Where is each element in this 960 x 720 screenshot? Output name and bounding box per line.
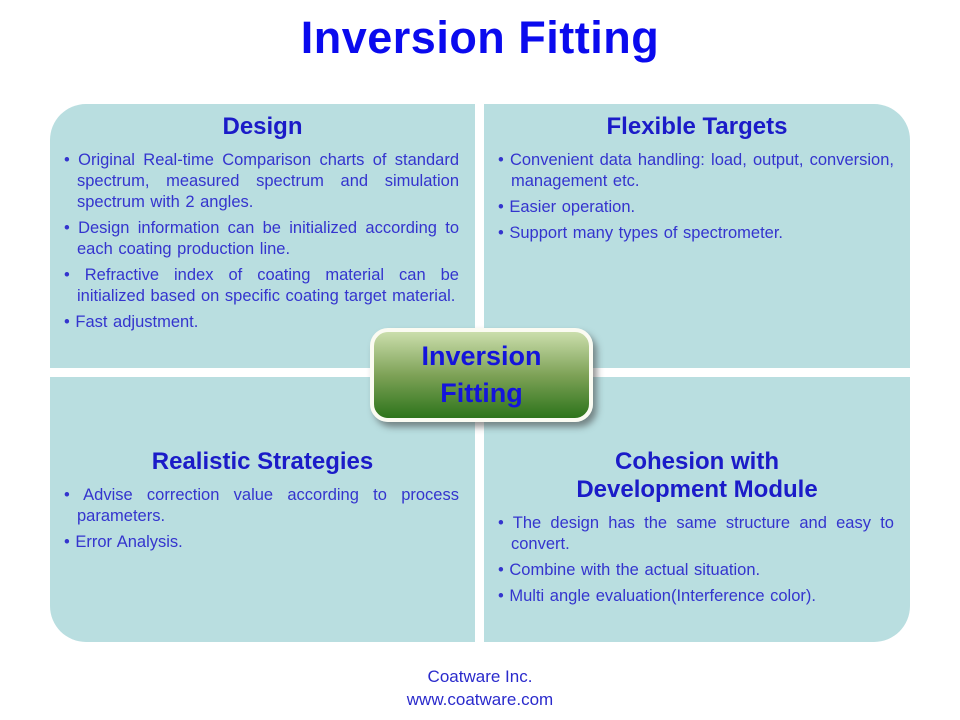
bullet-item: • Refractive index of coating material c… xyxy=(64,265,459,307)
footer-website: www.coatware.com xyxy=(406,690,554,709)
bullet-item: • Convenient data handling: load, output… xyxy=(498,150,894,192)
slide-title: Inversion Fitting xyxy=(300,12,660,63)
bullet-marker: • xyxy=(498,561,504,579)
center-badge-line2: Fitting xyxy=(440,378,523,408)
bullet-item: • Original Real-time Comparison charts o… xyxy=(64,150,459,213)
quadrant-design: Design • Original Real-time Comparison c… xyxy=(50,104,475,368)
bullet-item: • Combine with the actual situation. xyxy=(498,560,894,581)
quadrant-heading-flexible-targets: Flexible Targets xyxy=(606,113,788,140)
bullet-marker: • xyxy=(498,514,504,532)
quadrant-heading-design: Design xyxy=(222,113,303,140)
bullet-marker: • xyxy=(498,587,504,605)
bullet-item: • Easier operation. xyxy=(498,197,894,218)
bullet-text: Easier operation. xyxy=(509,198,636,216)
bullet-text: Error Analysis. xyxy=(75,533,183,551)
bullet-text: Advise correction value according to pro… xyxy=(77,486,459,525)
bullet-text: Combine with the actual situation. xyxy=(509,561,761,579)
quadrant-body-flexible-targets: • Convenient data handling: load, output… xyxy=(484,150,910,244)
quadrant-body-cohesion-module: • The design has the same structure and … xyxy=(484,513,910,607)
footer-company: Coatware Inc. xyxy=(427,667,533,686)
bullet-item: • Advise correction value according to p… xyxy=(64,485,459,527)
bullet-text: Refractive index of coating material can… xyxy=(77,266,459,305)
slide-footer: Coatware Inc. www.coatware.com xyxy=(0,665,960,711)
quadrant-body-design: • Original Real-time Comparison charts o… xyxy=(50,150,475,333)
quadrant-panel: Design • Original Real-time Comparison c… xyxy=(50,104,910,642)
bullet-item: • Support many types of spectrometer. xyxy=(498,223,894,244)
bullet-marker: • xyxy=(64,533,70,551)
bullet-text: Original Real-time Comparison charts of … xyxy=(77,151,459,211)
bullet-text: Convenient data handling: load, output, … xyxy=(509,151,894,190)
quadrant-heading-cohesion-module: Cohesion with Development Module xyxy=(576,448,818,503)
bullet-item: • Error Analysis. xyxy=(64,532,459,553)
bullet-marker: • xyxy=(498,198,504,216)
bullet-text: Multi angle evaluation(Interference colo… xyxy=(509,587,816,605)
center-badge-line1: Inversion xyxy=(421,341,542,371)
bullet-marker: • xyxy=(64,313,70,331)
bullet-marker: • xyxy=(498,224,504,242)
center-badge: Inversion Fitting xyxy=(370,328,593,422)
bullet-marker: • xyxy=(64,266,70,284)
bullet-item: • The design has the same structure and … xyxy=(498,513,894,555)
quadrant-body-realistic-strategies: • Advise correction value according to p… xyxy=(50,485,475,553)
bullet-text: Support many types of spectrometer. xyxy=(509,224,784,242)
bullet-marker: • xyxy=(498,151,504,169)
bullet-text: Design information can be initialized ac… xyxy=(77,219,459,258)
bullet-text: Fast adjustment. xyxy=(75,313,199,331)
quadrant-flexible-targets: Flexible Targets • Convenient data handl… xyxy=(484,104,910,368)
bullet-marker: • xyxy=(64,486,70,504)
quadrant-heading-realistic-strategies: Realistic Strategies xyxy=(151,448,374,475)
bullet-item: • Design information can be initialized … xyxy=(64,218,459,260)
bullet-marker: • xyxy=(64,219,70,237)
bullet-marker: • xyxy=(64,151,70,169)
bullet-item: • Fast adjustment. xyxy=(64,312,459,333)
bullet-text: The design has the same structure and ea… xyxy=(511,514,894,553)
bullet-item: • Multi angle evaluation(Interference co… xyxy=(498,586,894,607)
